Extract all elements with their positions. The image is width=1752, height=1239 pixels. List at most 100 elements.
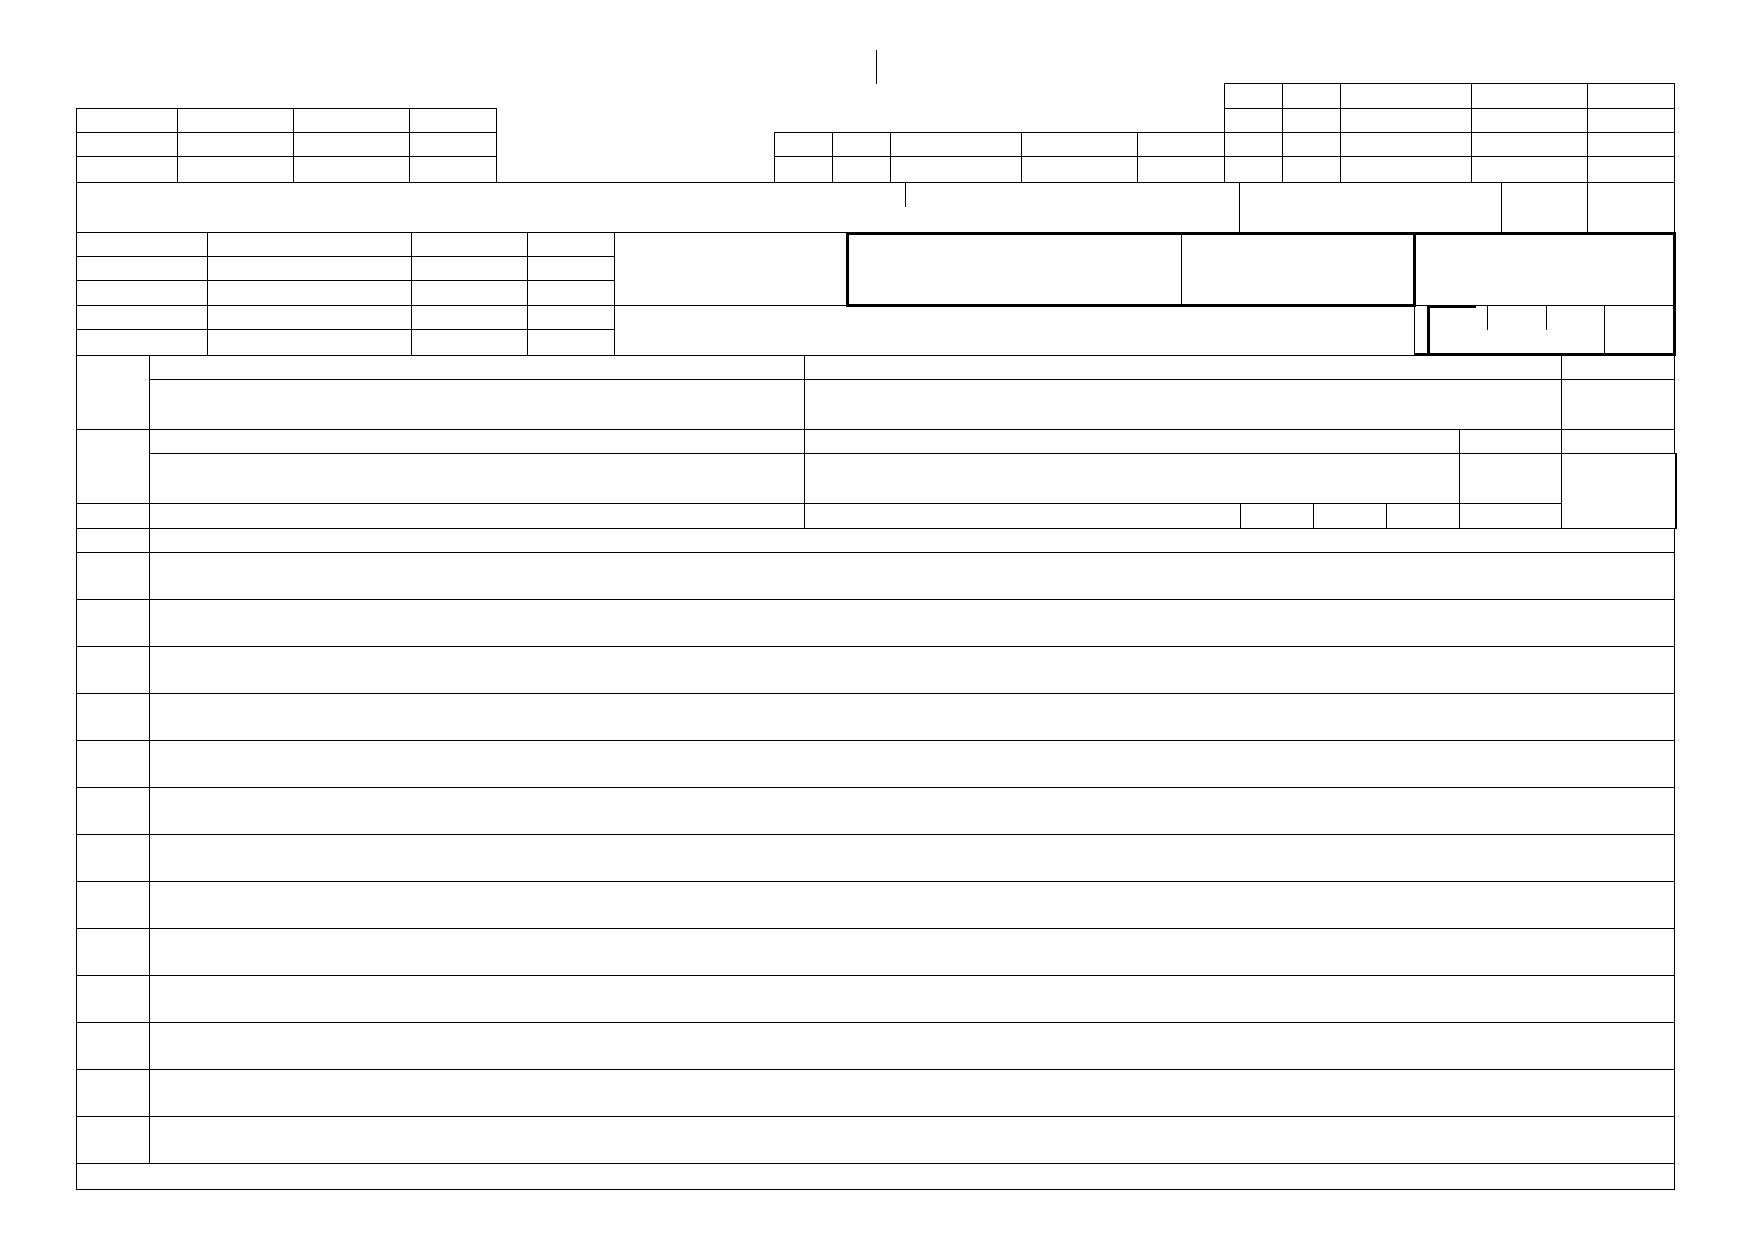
info-cell [76, 305, 208, 330]
detail-cell [804, 379, 1562, 430]
detail-cell [804, 429, 1460, 454]
header-mid-cell [1224, 156, 1283, 183]
highlight-inner-left [1427, 305, 1430, 356]
highlight-tick [1487, 305, 1488, 330]
entry-cell [149, 1116, 1675, 1164]
entry-cell [149, 552, 1675, 600]
header-mid-cell [774, 156, 833, 183]
footer-row [76, 1163, 1675, 1190]
entry-label-cell [76, 975, 150, 1023]
detail-cell [149, 503, 805, 529]
highlight-left-box [846, 232, 1416, 307]
entry-label-cell [76, 693, 150, 741]
header-mid-cell [1587, 156, 1675, 183]
detail-cell [1386, 503, 1460, 529]
highlight-divider [1181, 232, 1182, 307]
entry-label-cell [76, 881, 150, 929]
header-right-cell [1340, 83, 1472, 109]
header-mid-cell [1471, 132, 1588, 157]
info-cell [527, 232, 615, 257]
header-right-cell [1224, 108, 1283, 133]
detail-label-cell [76, 503, 150, 529]
detail-cell [1561, 355, 1675, 380]
entry-cell [149, 881, 1675, 929]
detail-cell [1561, 379, 1675, 430]
detail-cell [149, 429, 805, 454]
title-right-cell [1239, 182, 1502, 233]
header-left-cell [293, 108, 410, 133]
entry-cell [149, 740, 1675, 788]
detail-cell [149, 379, 805, 430]
entry-label-cell [76, 528, 150, 553]
info-cell [527, 280, 615, 306]
info-cell [207, 329, 412, 356]
info-cell [411, 256, 528, 281]
header-left-cell [293, 156, 410, 183]
header-left-cell [409, 156, 497, 183]
header-left-cell [177, 156, 294, 183]
info-cell [76, 280, 208, 306]
detail-cell [1561, 453, 1677, 529]
entry-label-cell [76, 599, 150, 647]
detail-cell [804, 355, 1562, 380]
detail-cell [1459, 429, 1562, 454]
detail-cell [1240, 503, 1314, 529]
info-cell [527, 256, 615, 281]
header-mid-cell [1471, 156, 1588, 183]
header-left-cell [177, 132, 294, 157]
header-left-cell [293, 132, 410, 157]
title-right-cell [1587, 182, 1675, 233]
info-cell [207, 280, 412, 306]
detail-cell [804, 503, 1241, 529]
entry-label-cell [76, 928, 150, 976]
entry-cell [149, 693, 1675, 741]
header-left-cell [409, 132, 497, 157]
info-cell [207, 256, 412, 281]
entry-label-cell [76, 834, 150, 882]
header-mid-cell [1282, 156, 1341, 183]
highlight-inner-line [1428, 305, 1476, 308]
header-right-cell [1282, 83, 1341, 109]
title-cell [76, 182, 1240, 233]
header-mid-cell [832, 156, 891, 183]
detail-label-cell [76, 355, 150, 430]
detail-label-cell [76, 429, 150, 504]
header-mid-cell [1340, 132, 1472, 157]
info-cell [207, 232, 412, 257]
header-right-cell [1587, 108, 1675, 133]
header-right-cell [1471, 83, 1588, 109]
info-cell [527, 329, 615, 356]
header-mid-cell [1021, 156, 1138, 183]
info-cell [411, 280, 528, 306]
header-mid-cell [1137, 132, 1225, 157]
info-cell [76, 329, 208, 356]
title-divider-tick [905, 182, 906, 207]
detail-cell [1313, 503, 1387, 529]
info-cell [527, 305, 615, 330]
detail-cell [1459, 503, 1562, 529]
header-mid-cell [832, 132, 891, 157]
header-mid-cell [1224, 132, 1283, 157]
header-right-cell [1587, 83, 1675, 109]
entry-cell [149, 928, 1675, 976]
highlight-tick [1546, 305, 1547, 330]
entry-label-cell [76, 1069, 150, 1117]
entry-cell [149, 528, 1675, 553]
header-left-cell [177, 108, 294, 133]
entry-label-cell [76, 740, 150, 788]
entry-cell [149, 834, 1675, 882]
entry-label-cell [76, 646, 150, 694]
header-left-cell [76, 156, 178, 183]
detail-cell [149, 453, 805, 504]
header-mid-cell [890, 156, 1022, 183]
entry-label-cell [76, 1022, 150, 1070]
highlight-tick [1604, 305, 1605, 356]
info-cell [411, 305, 528, 330]
header-left-cell [409, 108, 497, 133]
entry-label-cell [76, 787, 150, 835]
info-cell [411, 232, 528, 257]
detail-cell [804, 453, 1460, 504]
header-mid-cell [1340, 156, 1472, 183]
entry-cell [149, 599, 1675, 647]
header-left-cell [76, 132, 178, 157]
